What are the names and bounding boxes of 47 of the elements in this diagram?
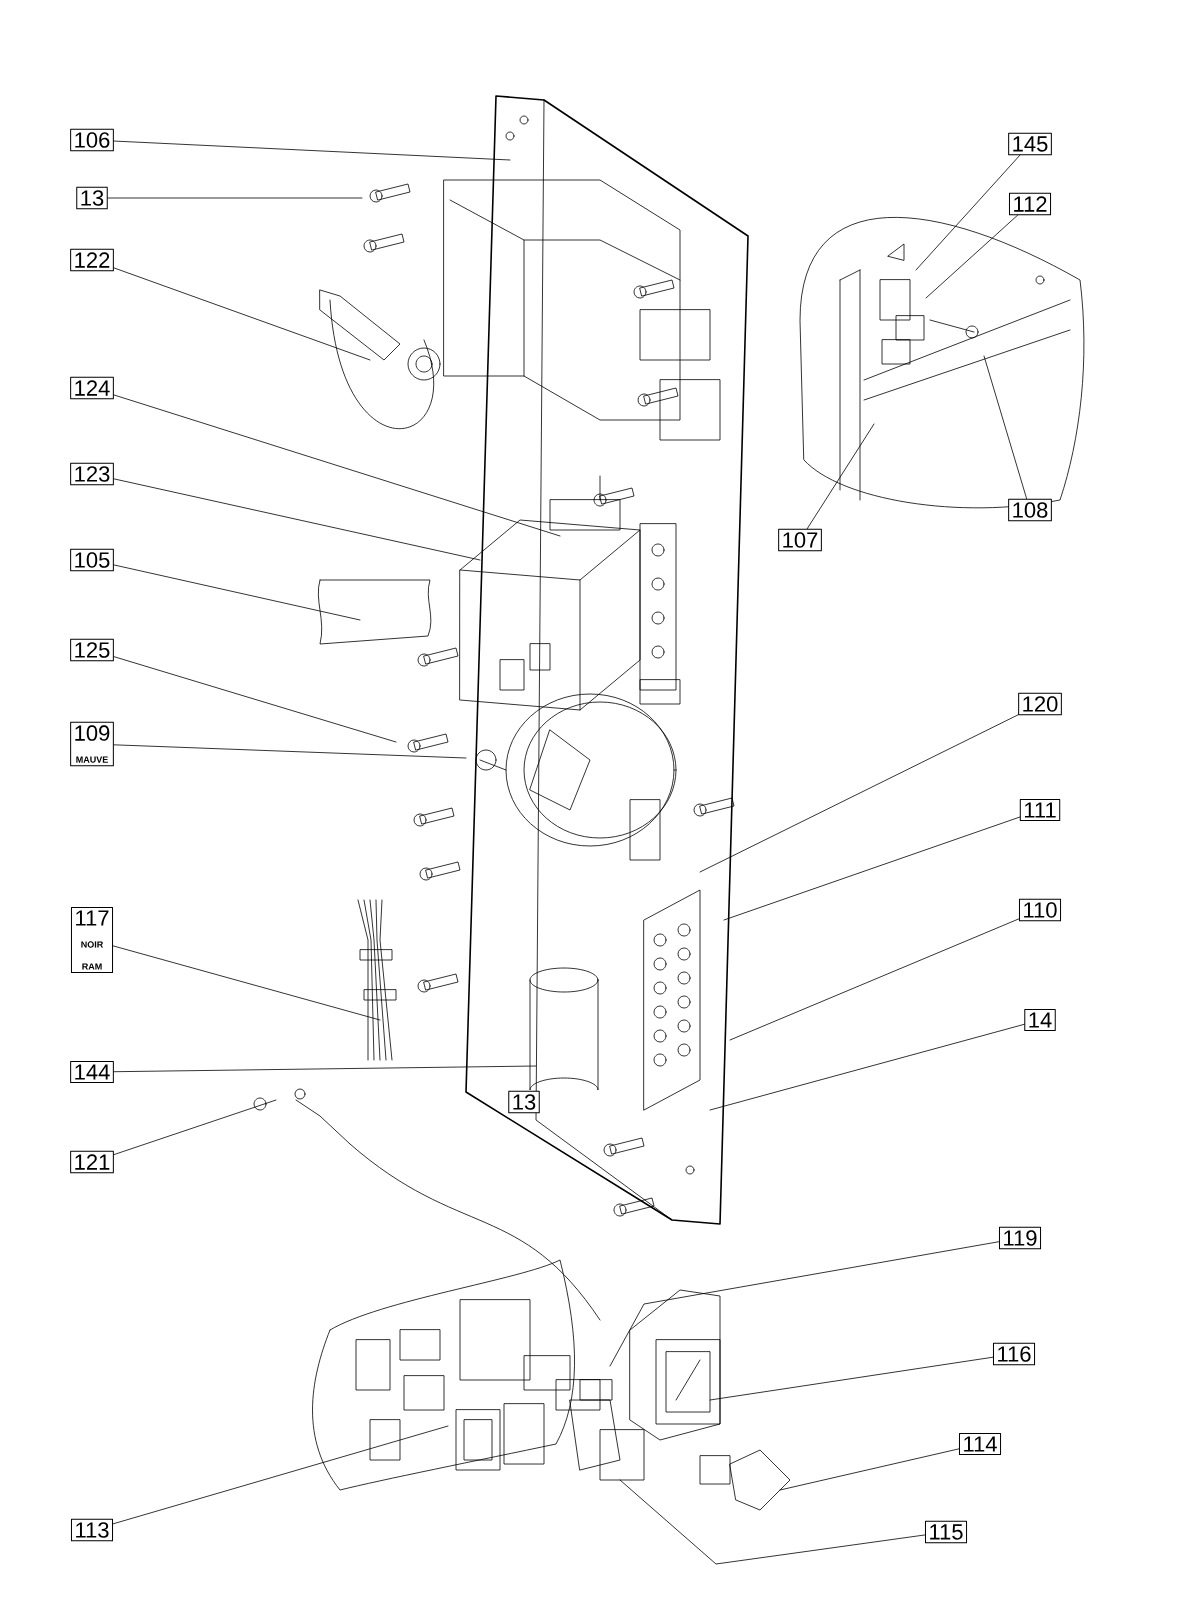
callout-number: 125 — [70, 638, 114, 662]
leader-line — [112, 1425, 449, 1525]
callout-number: 112 — [1008, 192, 1052, 216]
leader-line — [699, 714, 1019, 873]
callout-number: 119 — [998, 1226, 1042, 1250]
leader-line — [113, 394, 561, 537]
callout-number: 144 — [70, 1060, 114, 1084]
callout-number: 14 — [1024, 1008, 1056, 1032]
leader-line — [779, 1448, 960, 1491]
leader-line — [983, 355, 1028, 500]
leader-line — [709, 1356, 994, 1401]
callout-number: 13 — [76, 186, 108, 210]
leader-line — [619, 1479, 926, 1565]
leader-line — [107, 197, 363, 199]
callout-number: 122 — [70, 248, 114, 272]
callout-number: 111 — [1019, 798, 1061, 822]
callout-number: 121 — [70, 1150, 114, 1174]
leader-line — [723, 816, 1021, 921]
callout-number: 108 — [1008, 498, 1052, 522]
callout-number: 114 — [958, 1432, 1002, 1456]
leader-line — [113, 656, 397, 743]
callout-number: 110 — [1018, 898, 1062, 922]
leader-line — [113, 140, 511, 161]
leader-line — [709, 1023, 1025, 1111]
leader-line — [729, 918, 1020, 1041]
leader-line — [113, 564, 361, 621]
leader-line — [925, 214, 1019, 299]
leader-line — [113, 744, 467, 759]
leader-line — [113, 478, 481, 561]
leader-line — [113, 1099, 277, 1156]
callout-number: 120 — [1018, 692, 1062, 716]
leader-line — [915, 154, 1021, 271]
leader-line — [806, 423, 875, 530]
callout-number: 113 — [70, 1518, 114, 1542]
callout-number: 13 — [508, 1090, 540, 1114]
callout-number: 105 — [70, 548, 114, 572]
callout-number: 115 — [924, 1520, 968, 1544]
callout-number: 123 — [70, 462, 114, 486]
leader-line — [113, 267, 371, 361]
callout-number: 145 — [1008, 132, 1052, 156]
callout-number: 116 — [992, 1342, 1036, 1366]
callout-number: 124 — [70, 376, 114, 400]
leader-line — [609, 1241, 1000, 1367]
leader-line — [112, 945, 381, 1021]
callout-number: 107 — [778, 528, 822, 552]
callout-number: 106 — [70, 128, 114, 152]
leader-line — [113, 1065, 537, 1073]
